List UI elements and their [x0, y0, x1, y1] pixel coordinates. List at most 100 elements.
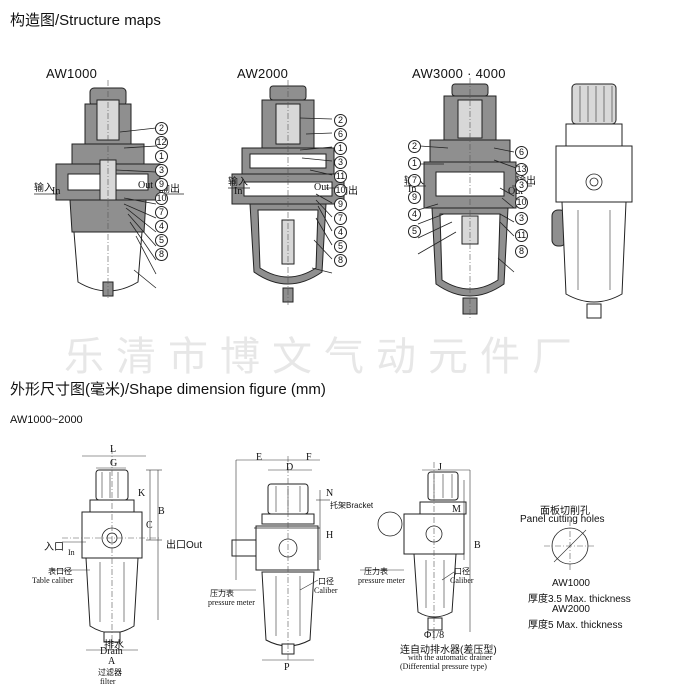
caliber2-cn: 口径	[454, 567, 470, 576]
dim-phi: Φ1/8	[424, 630, 445, 641]
bracket-label: 托架Bracket	[330, 501, 374, 510]
callout-number: 3	[334, 156, 347, 169]
filter-cn: 过滤器	[98, 668, 122, 677]
dim-j: J	[438, 462, 442, 473]
dimension-heading: 外形尺寸图(毫米)/Shape dimension figure (mm)	[10, 381, 326, 398]
dim-m: M	[452, 504, 461, 515]
aw2000-callout-lines	[299, 117, 333, 274]
inlet-en: In	[68, 548, 75, 557]
callout-number: 6	[515, 146, 528, 159]
callout-number: 7	[334, 212, 347, 225]
callout-number: 8	[334, 254, 347, 267]
callout-number: 7	[408, 174, 421, 187]
aw3000-callout-lines	[417, 145, 517, 273]
aw3000-in-en: In	[408, 184, 417, 195]
watermark: 乐清市博文气动元件厂	[64, 334, 584, 380]
callout-number: 13	[515, 162, 528, 176]
aw2000-in-en: In	[234, 186, 243, 197]
callout-number: 3	[515, 212, 528, 225]
callout-number: 5	[155, 234, 168, 247]
dim-p: P	[284, 662, 290, 673]
dim-n: N	[326, 488, 334, 499]
dim-a: A	[108, 656, 116, 667]
callout-number: 1	[334, 142, 347, 155]
panel-title-en: Panel cutting holes	[520, 514, 605, 525]
callout-number: 10	[155, 192, 168, 205]
panel-hole-diagram	[544, 520, 596, 572]
dim-c: C	[146, 520, 153, 531]
aw1000-section	[55, 80, 161, 300]
callout-number: 11	[334, 170, 347, 183]
gauge2-en: pressure meter	[358, 576, 405, 585]
dim-b-left: B	[158, 506, 165, 517]
caliber-en: Caliber	[314, 586, 338, 595]
callout-number: 12	[155, 136, 168, 149]
caliber-cn: 口径	[318, 577, 334, 586]
callout-number: 9	[155, 178, 168, 191]
aw1000-out-cn: 输出	[160, 184, 180, 195]
callout-number: 10	[515, 195, 528, 209]
dim-e: E	[256, 452, 263, 463]
callout-number: 1	[408, 157, 421, 170]
aw3000-out-en: Out	[508, 186, 523, 197]
callout-number: 4	[155, 220, 168, 233]
dim-k: K	[138, 488, 146, 499]
outlet-label: 出口Out	[166, 540, 203, 551]
callout-number: 3	[155, 164, 168, 177]
drain-en: Drain	[100, 646, 123, 657]
panel-aw2000: AW2000	[552, 604, 590, 615]
dim-g: G	[110, 458, 118, 469]
dim-figure-left	[52, 448, 162, 651]
callout-number: 7	[155, 206, 168, 219]
callout-number: 2	[408, 140, 421, 153]
callout-number: 8	[155, 248, 168, 261]
callout-number: 5	[408, 225, 421, 238]
panel-title-cn: 面板切削孔	[540, 506, 590, 517]
callout-number: 3	[515, 179, 528, 192]
aw3000-external-view	[551, 83, 633, 319]
callout-number: 4	[334, 226, 347, 239]
caliber2-en: Caliber	[450, 576, 474, 585]
callout-number: 9	[334, 198, 347, 211]
aw2000-out-cn: 输出	[338, 186, 358, 197]
callout-number: 4	[408, 208, 421, 221]
drain-cn: 排水	[104, 640, 124, 651]
callout-number: 11	[515, 228, 528, 242]
callout-number: 5	[334, 240, 347, 253]
dim-l: L	[110, 444, 117, 455]
table-caliber-en: Table caliber	[32, 576, 74, 585]
auto-drainer-en2: (Differential pressure type)	[400, 662, 487, 671]
panel-aw1000: AW1000	[552, 578, 590, 589]
panel-aw1000-thickness: 厚度3.5 Max. thickness	[528, 594, 631, 605]
aw2000-section	[231, 80, 345, 305]
aw2000-in-cn: 输入	[228, 177, 248, 188]
panel-aw2000-thickness: 厚度5 Max. thickness	[528, 620, 623, 631]
aw3000-section	[423, 78, 517, 318]
aw1000-out-en: Out	[138, 180, 153, 191]
callout-number: 1	[155, 150, 168, 163]
model-label-aw3000: AW3000 · 4000	[412, 66, 506, 81]
aw1000-in-en: In	[52, 186, 61, 197]
callout-number: 2	[334, 114, 347, 127]
callout-number: 9	[408, 191, 421, 204]
gauge-cn: 压力表	[210, 589, 234, 598]
dim-figure-middle	[214, 456, 330, 661]
gauge2-cn: 压力表	[364, 567, 388, 576]
aw1000-in-cn: 输入	[34, 183, 54, 194]
auto-drainer-cn: 连自动排水器(差压型)	[400, 645, 497, 656]
auto-drainer-en1: with the automatic drainer	[408, 653, 493, 662]
table-caliber-cn: 表口径	[48, 567, 72, 576]
callout-number: 8	[515, 245, 528, 258]
dim-figure-right	[360, 462, 471, 640]
model-label-aw1000: AW1000	[46, 66, 98, 81]
aw2000-out-en: Out	[314, 182, 329, 193]
gauge-en: pressure meter	[208, 598, 255, 607]
inlet-cn: 入口	[44, 542, 64, 553]
callout-number: 10	[334, 184, 347, 197]
dim-h: H	[326, 530, 334, 541]
dim-b-right: B	[474, 540, 481, 551]
callout-number: 6	[334, 128, 347, 141]
